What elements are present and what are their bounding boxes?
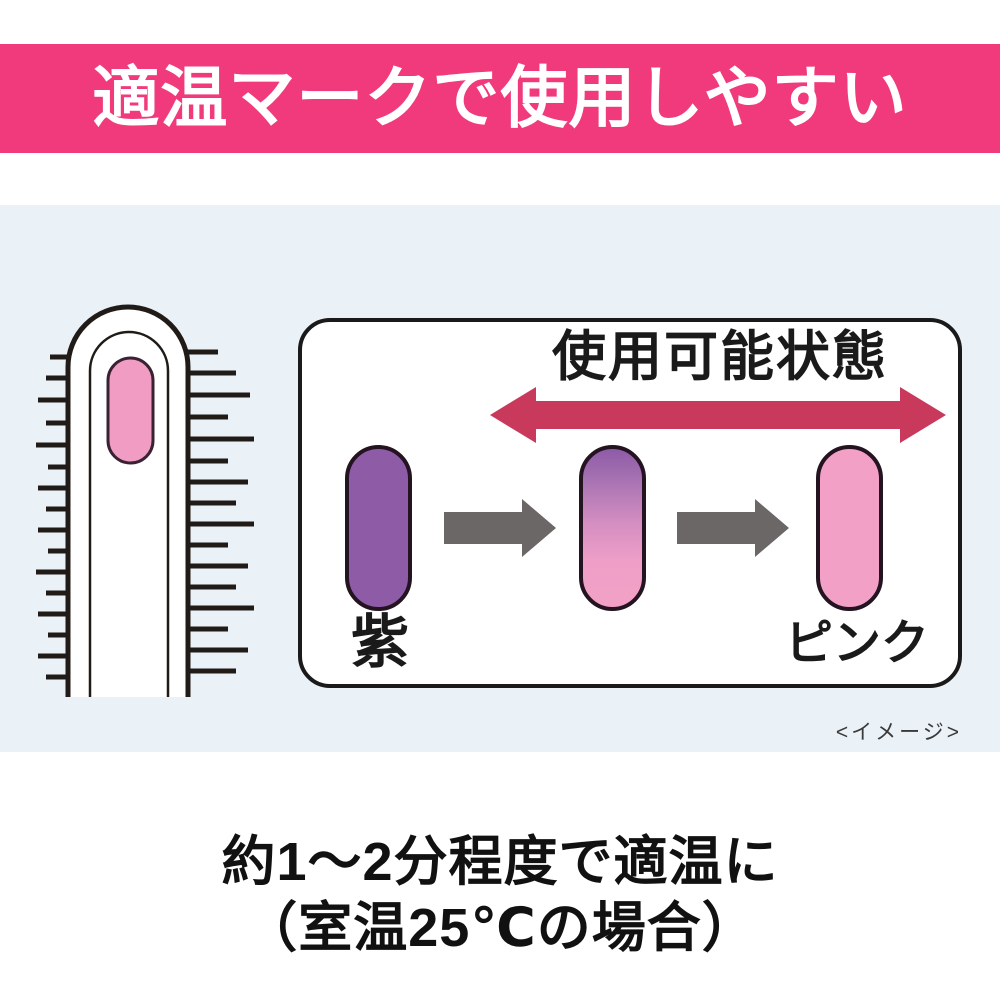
indicator-capsule-transition [579,445,646,611]
temperature-diagram-section: 使用可能状態 紫 ピンク <イメージ> [0,205,1000,752]
page-title: 適温マークで使用しやすい [92,61,908,136]
status-panel: 使用可能状態 紫 ピンク [298,318,962,688]
brush-bristles-right [186,349,254,674]
footer-caption: 約1〜2分程度で適温に （室温25℃の場合） [0,830,1000,962]
header-banner: 適温マークで使用しやすい [0,44,1000,153]
brush-temp-indicator [106,356,155,465]
footer-line-2: （室温25℃の場合） [243,897,757,958]
indicator-capsule-pink [816,445,883,611]
pink-state-label: ピンク [784,617,929,670]
usable-range-arrow-icon [490,387,946,443]
panel-title: 使用可能状態 [552,327,888,387]
transition-arrow-1-icon [444,499,556,557]
indicator-capsule-purple [345,445,412,611]
brush-bristles-left [36,354,70,680]
image-caption: <イメージ> [835,721,962,744]
transition-arrow-2-icon [677,499,789,557]
purple-state-label: 紫 [350,610,409,675]
footer-line-1: 約1〜2分程度で適温に [221,832,779,892]
hair-brush-illustration [36,304,254,697]
